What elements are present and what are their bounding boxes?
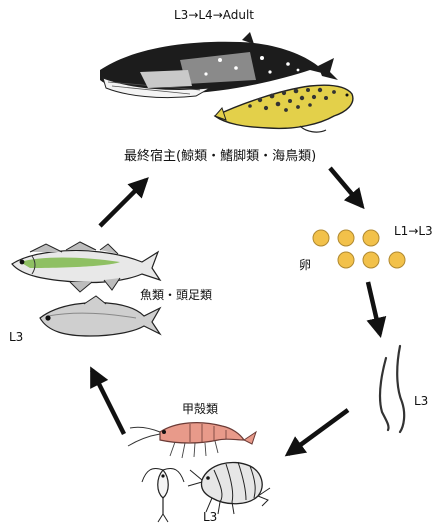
final-host-label: 最終宿主(鯨類・鰭脚類・海鳥類)	[124, 145, 316, 164]
arrow-crustacean-to-fish	[92, 370, 124, 434]
arrow-larva-to-crustacean	[288, 410, 348, 454]
arrow-egg-to-larva	[368, 282, 380, 334]
shrimp-icon	[128, 423, 256, 458]
fish-larva-label: L3	[9, 330, 23, 344]
seal-icon	[215, 85, 353, 132]
stage-label-top: L3→L4→Adult	[174, 8, 254, 22]
fish-icon	[12, 242, 160, 292]
free-larva-label: L3	[414, 394, 428, 408]
amphipod-icon	[188, 462, 270, 514]
egg-stage-label: L1→L3	[394, 224, 433, 238]
egg-icon	[313, 230, 405, 268]
arrow-fish-to-host	[100, 180, 146, 226]
crustacean-larva-label: L3	[203, 510, 217, 524]
larva-icon	[380, 346, 404, 432]
fish-label: 魚類・頭足類	[140, 286, 212, 303]
egg-label: 卵	[299, 256, 311, 273]
arrow-host-to-egg	[330, 168, 362, 206]
crustacean-label: 甲殻類	[182, 400, 218, 417]
copepod-icon	[142, 469, 184, 523]
